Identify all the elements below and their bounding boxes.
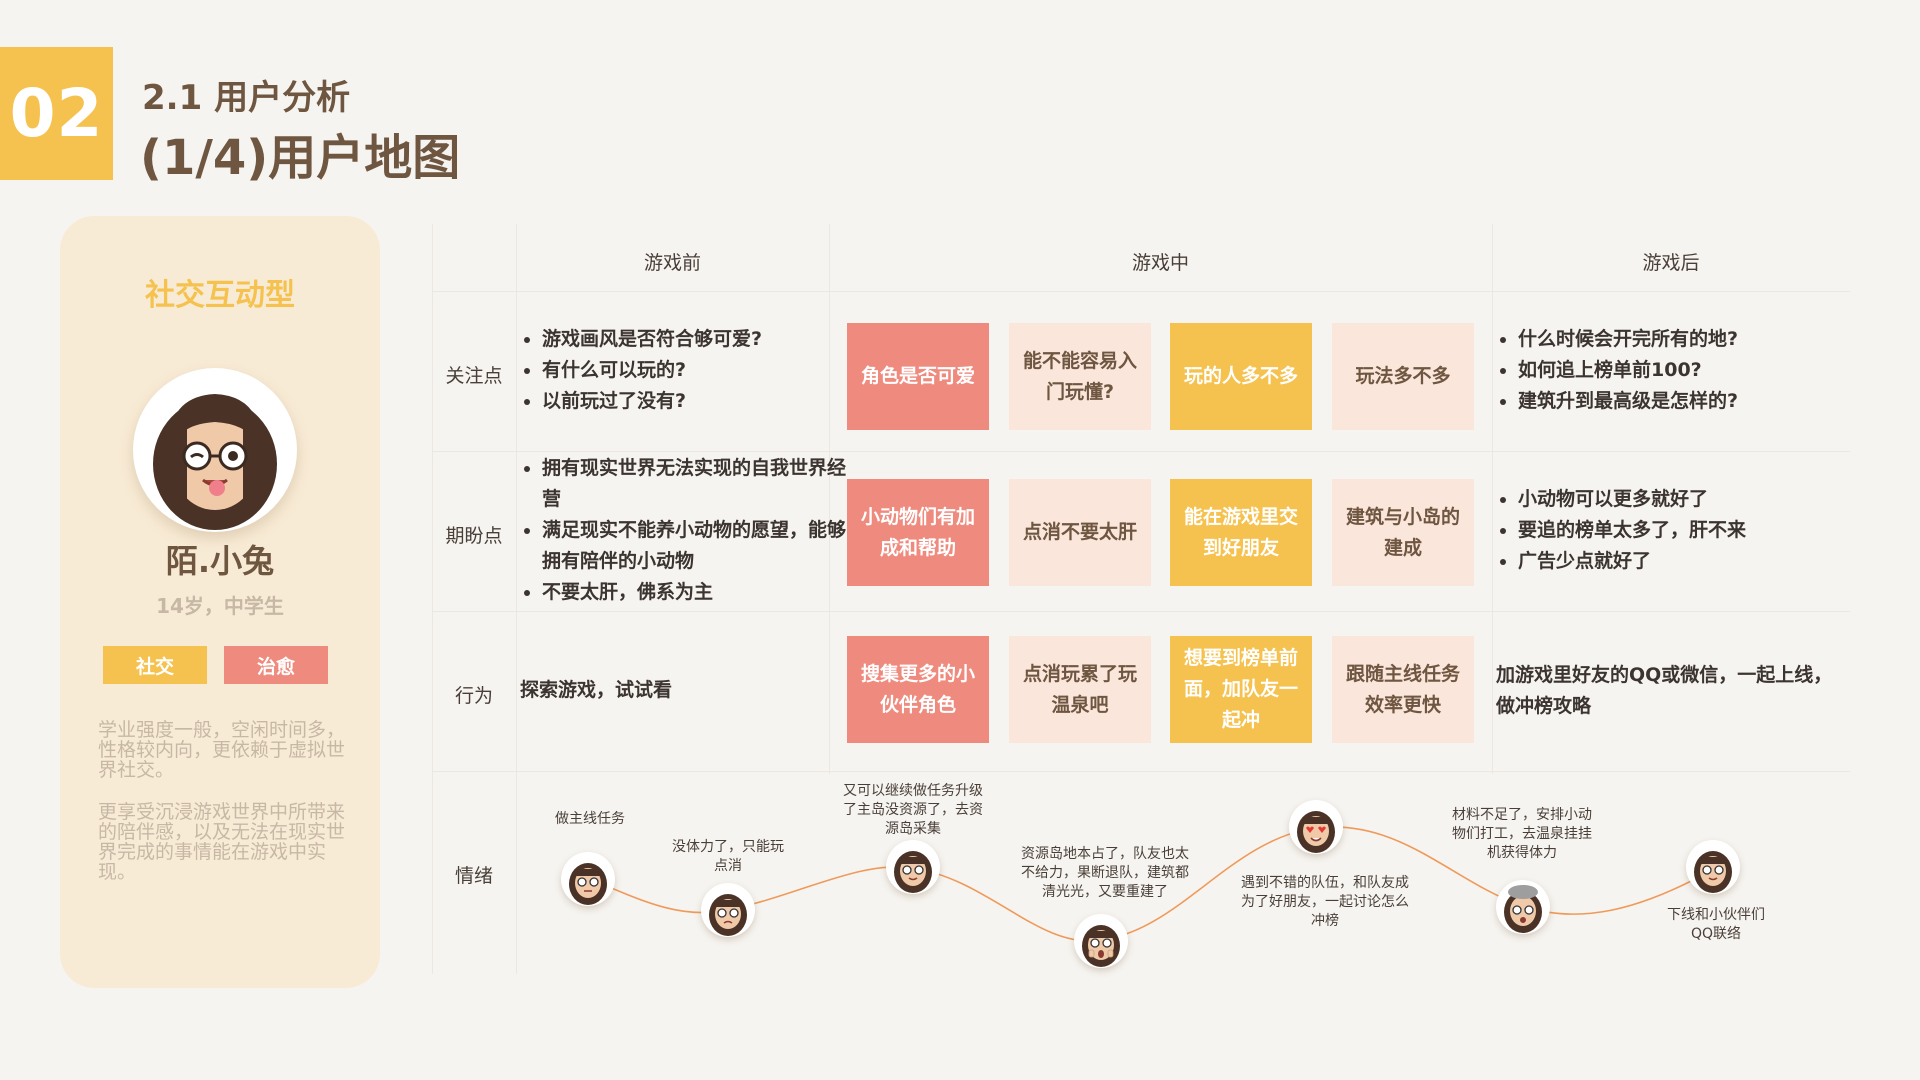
expectation-during-cell-1: 小动物们有加成和帮助 — [847, 479, 989, 586]
list-item: 不要太肝，佛系为主 — [542, 577, 846, 608]
behavior-before-text: 探索游戏，试试看 — [520, 679, 673, 701]
row-label-expectation: 期盼点 — [445, 525, 503, 547]
list-item: 小动物可以更多就好了 — [1518, 484, 1858, 515]
focus-before-list: 游戏画风是否符合够可爱? 有什么可以玩的? 以前玩过了没有? — [520, 324, 842, 417]
emotion-face-4 — [1074, 914, 1128, 968]
persona-name: 陌.小兔 — [165, 542, 275, 580]
emotion-face-3 — [886, 840, 940, 894]
expectation-during-cell-3: 能在游戏里交到好朋友 — [1170, 479, 1312, 586]
grid-line — [1492, 224, 1493, 774]
list-item: 拥有现实世界无法实现的自我世界经营 — [542, 453, 846, 515]
list-item: 要追的榜单太多了，肝不来 — [1518, 515, 1858, 546]
stressed-face-icon — [1504, 885, 1542, 933]
emotion-face-5 — [1289, 800, 1343, 854]
section-number: 02 — [0, 47, 113, 180]
row-label-emotion: 情绪 — [454, 865, 493, 887]
emotion-text-7: 下线和小伙伴们QQ联络 — [1667, 907, 1765, 942]
expectation-before-list: 拥有现实世界无法实现的自我世界经营 满足现实不能养小动物的愿望，能够拥有陪伴的小… — [520, 453, 846, 608]
emotion-text-2: 没体力了，只能玩点消 — [672, 839, 784, 874]
tag-healing: 治愈 — [224, 646, 328, 684]
behavior-after-text: 加游戏里好友的QQ或微信，一起上线，做冲榜攻略 — [1496, 664, 1833, 717]
expectation-after-list: 小动物可以更多就好了 要追的榜单太多了，肝不来 广告少点就好了 — [1496, 484, 1858, 577]
persona-description-1: 学业强度一般，空闲时间多，性格较内向，更依赖于虚拟世界社交。 — [98, 719, 346, 781]
focus-during-cell-2: 能不能容易入门玩懂? — [1009, 323, 1151, 430]
emotion-text-3: 又可以继续做任务升级了主岛没资源了，去资源岛采集 — [843, 783, 983, 837]
expectation-during-cell-2: 点消不要太肝 — [1009, 479, 1151, 586]
page-title: (1/4)用户地图 — [140, 130, 461, 186]
focus-during-cell-4: 玩法多不多 — [1332, 323, 1474, 430]
tired-face-icon — [709, 894, 747, 936]
love-face-icon — [1297, 811, 1335, 853]
focus-after-list: 什么时候会开完所有的地? 如何追上榜单前100? 建筑升到最高级是怎样的? — [1496, 324, 1858, 417]
grid-line — [432, 611, 1850, 612]
emotion-face-2 — [701, 883, 755, 937]
expectation-during-cell-4: 建筑与小岛的建成 — [1332, 479, 1474, 586]
tag-social: 社交 — [103, 646, 207, 684]
behavior-during-cell-2: 点消玩累了玩温泉吧 — [1009, 636, 1151, 743]
persona-card: 社交互动型 陌.小兔 14岁，中学生 社交 治愈 学业强度一般，空闲时间多，性格… — [60, 216, 380, 988]
persona-description-2: 更享受沉浸游戏世界中所带来的陪伴感，以及无法在现实世界完成的事情能在游戏中实现。 — [98, 801, 346, 883]
behavior-during-cell-4: 跟随主线任务效率更快 — [1332, 636, 1474, 743]
column-header-during: 游戏中 — [1131, 252, 1189, 274]
section-subtitle: 2.1 用户分析 — [142, 78, 351, 118]
list-item: 建筑升到最高级是怎样的? — [1518, 386, 1858, 417]
row-label-focus: 关注点 — [445, 365, 503, 387]
focus-during-cell-3: 玩的人多不多 — [1170, 323, 1312, 430]
list-item: 如何追上榜单前100? — [1518, 355, 1858, 386]
persona-type: 社交互动型 — [145, 278, 295, 313]
list-item: 什么时候会开完所有的地? — [1518, 324, 1858, 355]
grid-line — [432, 291, 1850, 292]
emotion-text-4: 资源岛地本占了，队友也太不给力，果断退队，建筑都清光光，又要重建了 — [1021, 846, 1189, 900]
neutral-face-icon — [569, 863, 607, 905]
column-header-before: 游戏前 — [643, 252, 701, 274]
shocked-face-icon — [1082, 925, 1120, 967]
emotion-text-5: 遇到不错的队伍，和队友成为了好朋友，一起讨论怎么冲榜 — [1241, 875, 1409, 929]
grid-line — [829, 224, 830, 774]
list-item: 有什么可以玩的? — [542, 355, 842, 386]
behavior-during-cell-1: 搜集更多的小伙伴角色 — [847, 636, 989, 743]
list-item: 满足现实不能养小动物的愿望，能够拥有陪伴的小动物 — [542, 515, 846, 577]
emotion-text-1: 做主线任务 — [555, 811, 625, 827]
girl-avatar-icon — [153, 394, 277, 530]
neutral-face-icon — [1694, 851, 1732, 893]
persona-avatar — [133, 368, 297, 532]
row-label-behavior: 行为 — [454, 685, 493, 707]
grid-line — [516, 224, 517, 974]
list-item: 广告少点就好了 — [1518, 546, 1858, 577]
neutral-face-icon — [894, 851, 932, 893]
grid-line — [432, 451, 1850, 452]
list-item: 游戏画风是否符合够可爱? — [542, 324, 842, 355]
grid-line — [432, 771, 1850, 772]
emotion-face-6 — [1496, 880, 1550, 934]
behavior-during-cell-3: 想要到榜单前面，加队友一起冲 — [1170, 636, 1312, 743]
grid-line — [432, 224, 433, 974]
focus-during-cell-1: 角色是否可爱 — [847, 323, 989, 430]
persona-info: 14岁，中学生 — [156, 594, 284, 618]
emotion-face-7 — [1686, 840, 1740, 894]
column-header-after: 游戏后 — [1642, 252, 1700, 274]
list-item: 以前玩过了没有? — [542, 386, 842, 417]
emotion-face-1 — [561, 852, 615, 906]
emotion-text-6: 材料不足了，安排小动物们打工，去温泉挂挂机获得体力 — [1452, 807, 1592, 861]
